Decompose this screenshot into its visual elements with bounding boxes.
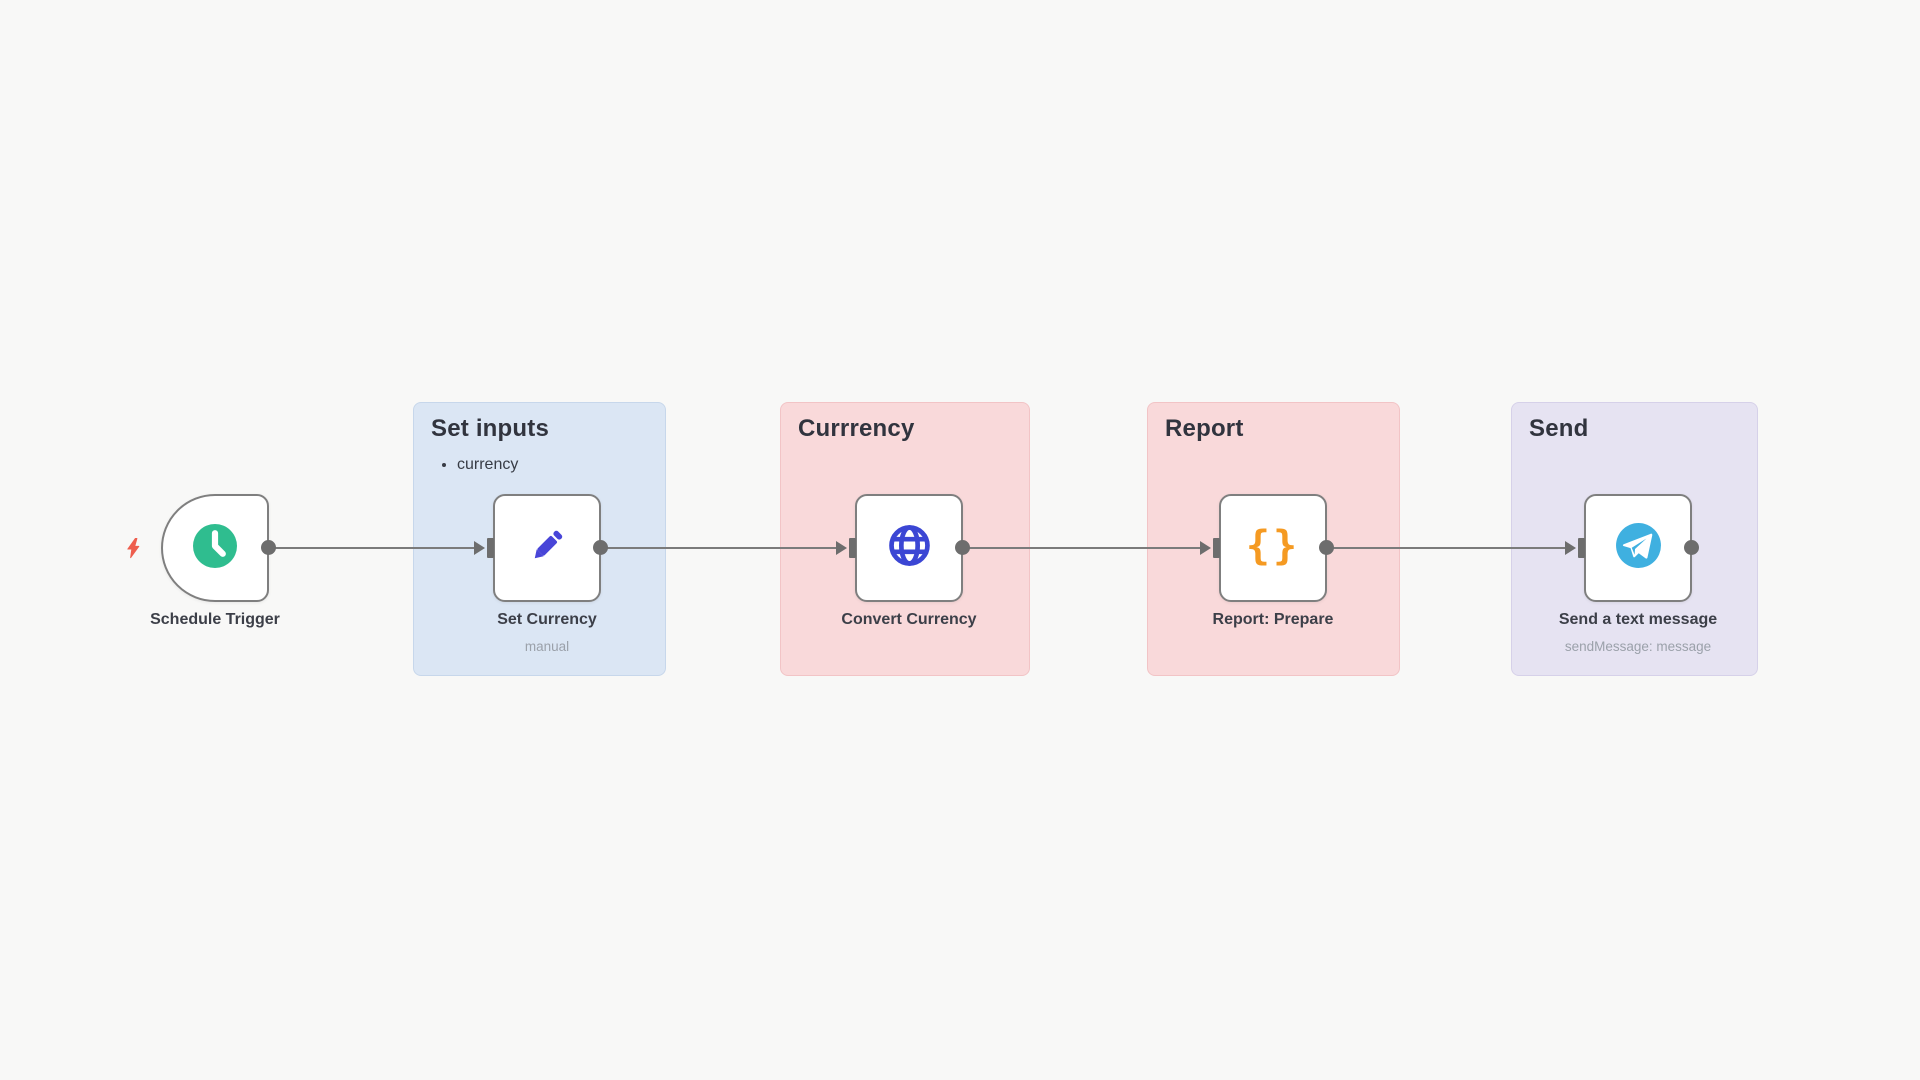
connection-trigger-to-set[interactable] [269, 547, 475, 549]
node-send-text-message[interactable] [1584, 494, 1692, 602]
output-port-convert-currency[interactable] [955, 540, 970, 555]
input-port-convert-currency [849, 538, 856, 558]
globe-icon [885, 521, 934, 575]
group-box-currency[interactable]: Currrency [780, 402, 1030, 676]
group-title: Report [1165, 415, 1244, 442]
node-label: Convert Currency [841, 611, 977, 628]
node-label: Schedule Trigger [150, 611, 280, 628]
group-title: Set inputs [431, 415, 550, 442]
connection-report-to-send[interactable] [1327, 547, 1566, 549]
node-set-currency[interactable] [493, 494, 601, 602]
group-bullet-list: currency [431, 455, 648, 476]
input-arrow-icon [474, 541, 485, 555]
input-arrow-icon [1200, 541, 1211, 555]
node-subtitle: manual [524, 639, 570, 654]
node-subtitle: sendMessage: message [1564, 639, 1712, 654]
input-port-report-prepare [1213, 538, 1220, 558]
node-report-prepare[interactable]: {} [1219, 494, 1327, 602]
input-port-send-message [1578, 538, 1585, 558]
lightning-bolt-icon [123, 535, 145, 561]
input-arrow-icon [836, 541, 847, 555]
connection-convert-to-report[interactable] [963, 547, 1201, 549]
clock-icon [191, 522, 239, 575]
input-port-set-currency [487, 538, 494, 558]
node-convert-currency[interactable] [855, 494, 963, 602]
output-port-report-prepare[interactable] [1319, 540, 1334, 555]
group-title: Send [1529, 415, 1589, 442]
node-label: Send a text message [1558, 611, 1718, 628]
output-port-send-message[interactable] [1684, 540, 1699, 555]
telegram-icon [1614, 521, 1663, 575]
node-schedule-trigger[interactable] [161, 494, 269, 602]
group-bullet-item: currency [457, 455, 648, 476]
connection-set-to-convert[interactable] [601, 547, 837, 549]
group-title: Currrency [798, 415, 915, 442]
pencil-icon [524, 522, 571, 574]
output-port-schedule-trigger[interactable] [261, 540, 276, 555]
node-label: Set Currency [497, 611, 597, 628]
output-port-set-currency[interactable] [593, 540, 608, 555]
curly-braces-icon: {} [1245, 523, 1301, 569]
input-arrow-icon [1565, 541, 1576, 555]
node-label: Report: Prepare [1212, 611, 1334, 628]
